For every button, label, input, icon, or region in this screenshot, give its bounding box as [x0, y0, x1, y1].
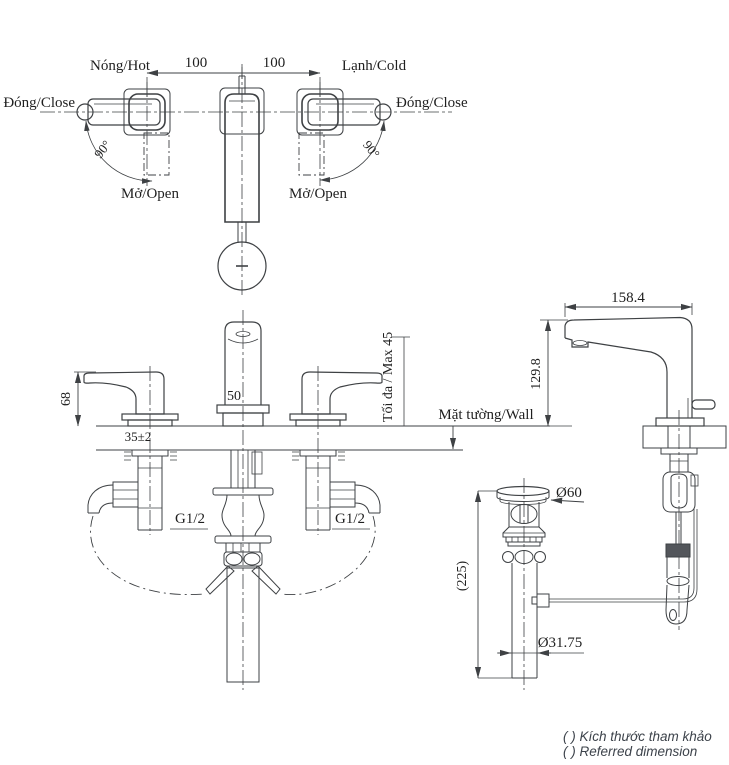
legend-line-vi: ( ) Kích thước tham khảo	[563, 729, 712, 744]
handle-height-dimension: 68	[59, 371, 96, 427]
pipe-diameter-dimension: Ø31.75	[497, 635, 584, 657]
spacing-dimension: 100 100	[146, 55, 321, 97]
dim-225: (225)	[455, 561, 470, 592]
label-open-right: Mở/Open	[289, 186, 347, 202]
height-dimension: 129.8	[529, 319, 572, 427]
drain-assembly: Ø60 (225) Ø31.75	[455, 478, 585, 690]
side-view: 158.4 129.8	[529, 290, 727, 630]
front-view: G1/2 G1/2	[59, 310, 550, 690]
label-angle-right: 90°	[360, 137, 383, 161]
mounting-nut	[665, 543, 691, 558]
spout-top	[217, 64, 267, 298]
label-close-right: Đóng/Close	[396, 95, 468, 111]
label-thread-right: G1/2	[335, 511, 365, 527]
right-handle-front: G1/2	[289, 366, 383, 535]
deck-section	[642, 425, 727, 449]
right-handle-top	[296, 82, 392, 186]
label-cold: Lạnh/Cold	[342, 58, 407, 74]
side-below-deck	[549, 425, 727, 625]
hose-right	[281, 515, 376, 596]
dim-max-45: Tối đa / Max 45	[381, 332, 396, 422]
spout-front: 50	[90, 310, 376, 690]
rotation-arc-left	[84, 120, 153, 184]
dim-68: 68	[59, 392, 74, 406]
label-angle-left: 90°	[91, 137, 114, 161]
spout-outlet-circle	[217, 241, 267, 291]
dim-deck-thickness: 35±2	[125, 429, 152, 444]
label-wall: Mặt tường/Wall	[438, 407, 533, 423]
dim-spout-width: 50	[227, 389, 241, 404]
top-view: 100 100	[3, 55, 468, 298]
lift-rod-knob	[691, 399, 716, 410]
cap-diameter-dimension: Ø60	[550, 485, 585, 504]
label-thread-left: G1/2	[175, 511, 205, 527]
label-hot: Nóng/Hot	[90, 58, 151, 74]
dim-100-right: 100	[263, 55, 286, 71]
pop-up-rod	[549, 509, 695, 600]
dim-d3175: Ø31.75	[538, 635, 583, 651]
max-depth-dimension: Tối đa / Max 45	[381, 332, 462, 451]
legend: ( ) Kích thước tham khảo ( ) Referred di…	[563, 729, 712, 759]
reach-dimension: 158.4	[564, 290, 693, 317]
dim-158: 158.4	[611, 290, 645, 306]
drain-length-dimension: (225)	[455, 490, 512, 679]
legend-line-en: ( ) Referred dimension	[563, 744, 697, 759]
label-open-left: Mở/Open	[121, 186, 179, 202]
left-handle-top	[76, 82, 171, 186]
dim-100-left: 100	[185, 55, 208, 71]
drain-cap	[496, 485, 550, 497]
drain-linkage-housing	[662, 471, 696, 513]
label-close-left: Đóng/Close	[3, 95, 75, 111]
left-handle-front: G1/2	[83, 366, 208, 535]
rotation-arc-right	[319, 120, 386, 183]
hose-left	[90, 515, 205, 596]
dim-129: 129.8	[529, 358, 544, 390]
dim-d60: Ø60	[556, 485, 582, 501]
